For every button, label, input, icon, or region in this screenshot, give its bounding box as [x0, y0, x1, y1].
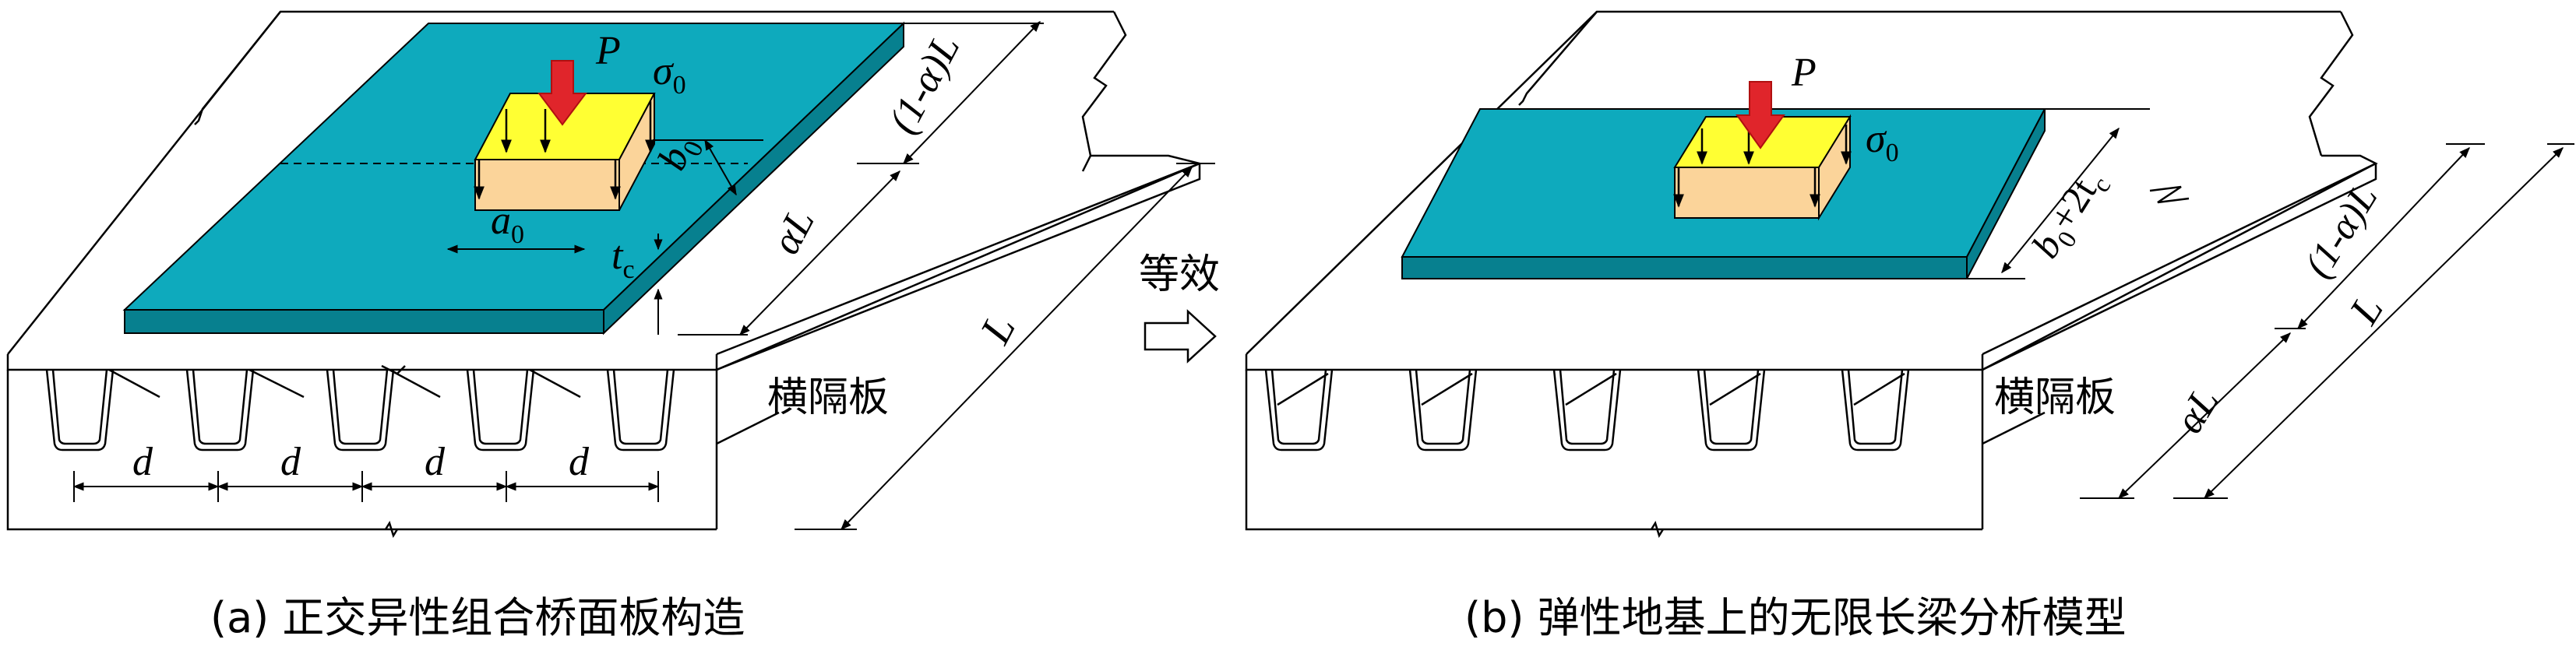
rib-spacing-label: d	[569, 440, 590, 484]
loading-pad-a	[474, 60, 656, 211]
diaphragm-label-a: 横隔板	[767, 374, 889, 421]
girder-body-a	[6, 370, 780, 538]
loading-pad-b	[1673, 81, 1852, 221]
l-label-b: L	[2340, 287, 2392, 332]
load-label-b: P	[1791, 51, 1817, 95]
stress-label-a: σ0	[653, 49, 686, 100]
caption-a: (a) 正交异性组合桥面板构造	[210, 593, 745, 642]
u-ribs-b	[1264, 369, 1910, 451]
load-label-a: P	[595, 29, 621, 73]
diaphragm-label-b: 横隔板	[1994, 374, 2116, 421]
rib-spacing-label: d	[132, 440, 153, 484]
one-minus-alpha-label-b: (1-α)L	[2296, 177, 2386, 285]
alpha-l-label-a: αL	[763, 202, 823, 261]
caption-b: (b) 弹性地基上的无限长梁分析模型	[1464, 593, 2127, 642]
panel-b: P σ0 b0+2tc (1-α)L L αL 横隔板 (b) 弹性地基上的无限…	[1245, 10, 2574, 642]
equivalence-label: 等效	[1139, 251, 1220, 298]
dimensions-a	[72, 20, 1215, 531]
girder-body-b	[1245, 370, 2046, 538]
tc-label-a: tc	[611, 234, 635, 284]
rib-spacing-label: d	[425, 440, 446, 484]
equivalence: 等效	[1139, 251, 1220, 364]
dimensions-b	[1963, 108, 2574, 499]
load-arrow-b	[1736, 81, 1785, 149]
beam-width-label-b: b0+2tc	[2023, 161, 2116, 269]
alpha-l-label-b: αL	[2167, 380, 2228, 441]
rib-spacing-label: d	[280, 440, 301, 484]
a0-label-a: a0	[491, 199, 524, 249]
u-ribs-a	[45, 364, 675, 451]
load-arrow-a	[537, 60, 587, 126]
l-label-a: L	[971, 307, 1025, 351]
panel-a: P σ0 b0 a0 tc (1-α)L αL L 横隔板 d d d d (a…	[6, 10, 1215, 642]
equivalence-arrow	[1144, 309, 1217, 364]
stress-label-b: σ0	[1866, 117, 1899, 167]
